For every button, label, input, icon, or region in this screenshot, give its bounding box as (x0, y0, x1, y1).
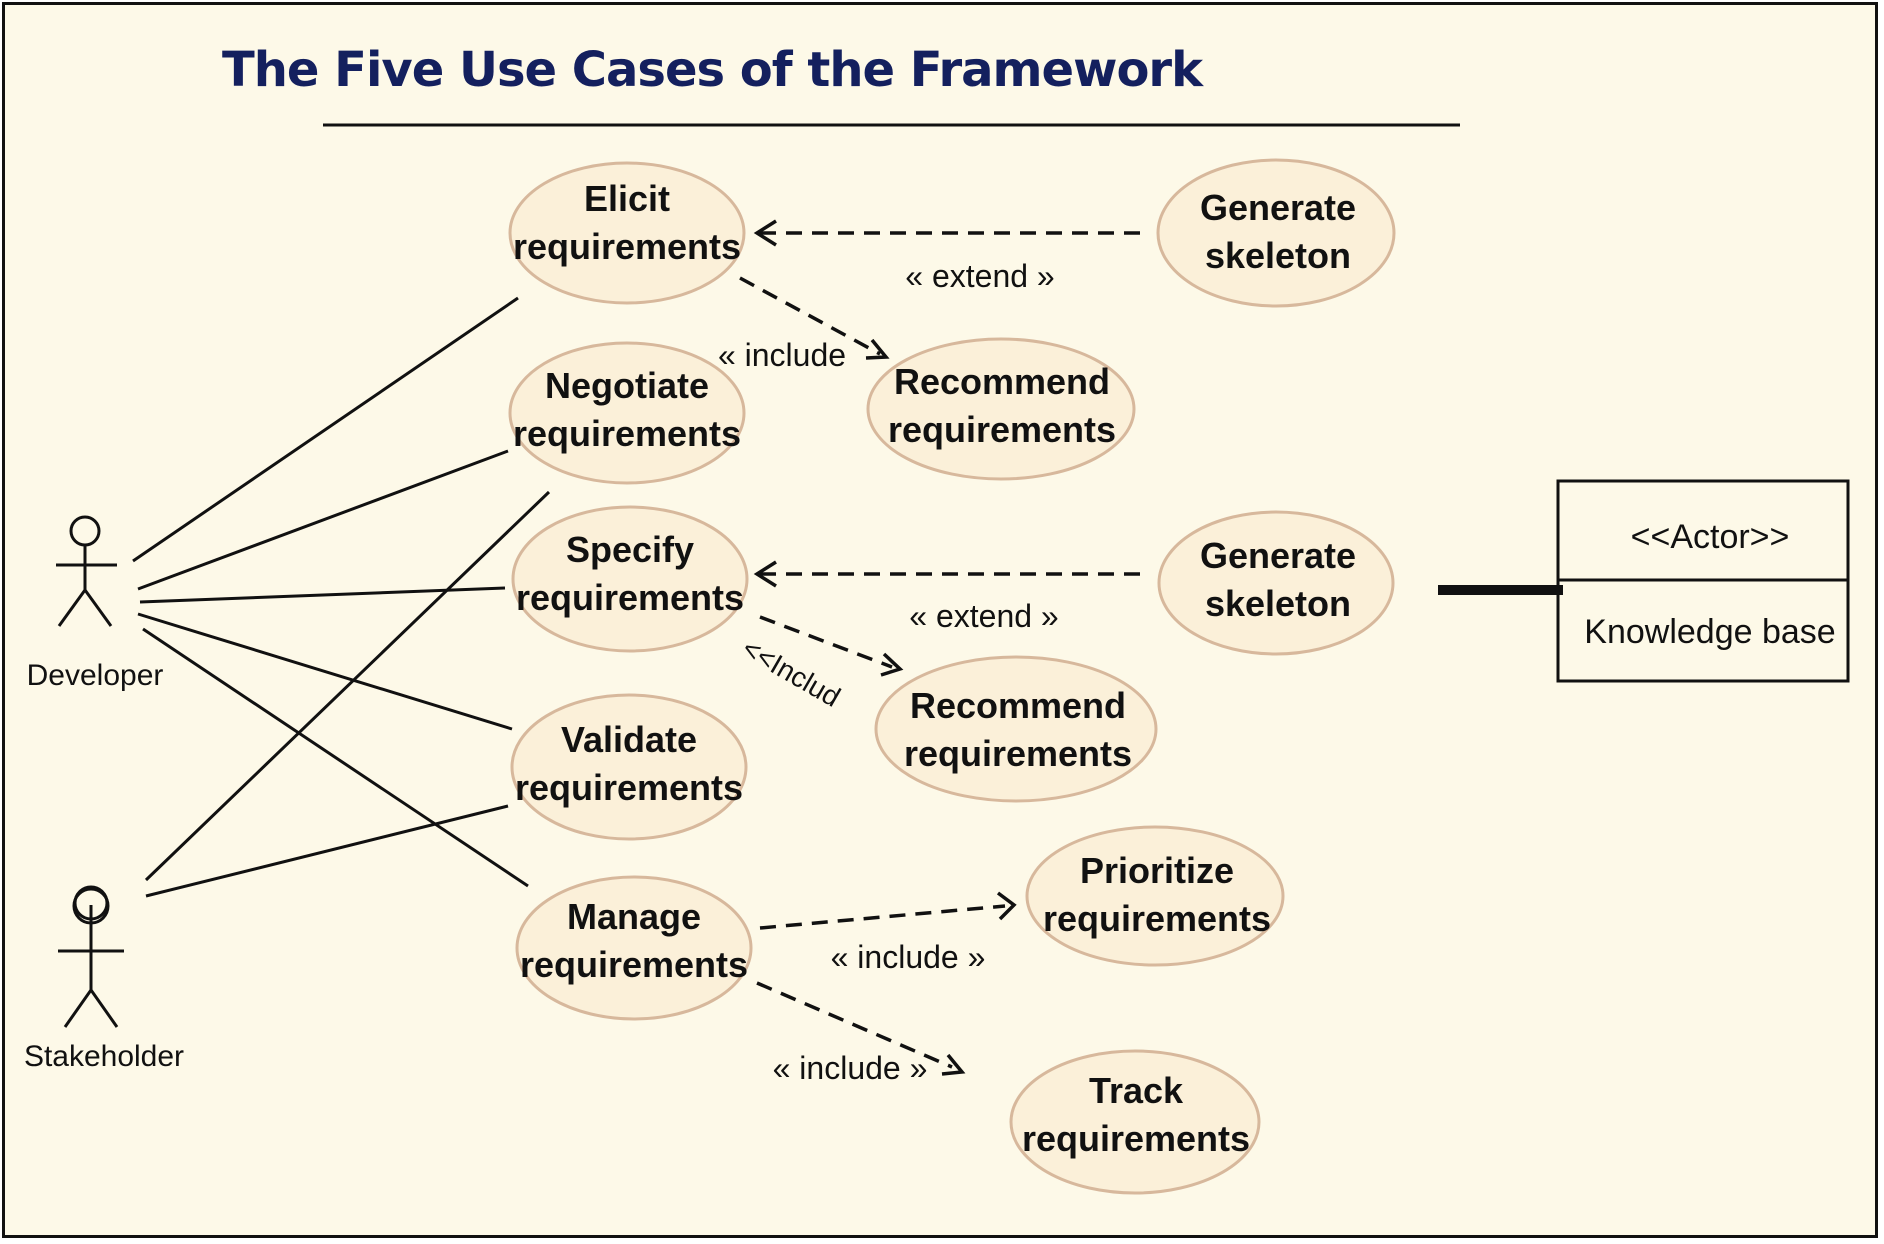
svg-text:requirements: requirements (515, 767, 743, 808)
association-developer-manage (142, 627, 529, 888)
svg-text:Recommend: Recommend (894, 361, 1110, 402)
svg-text:Specify: Specify (566, 529, 694, 570)
include-arrow-manage-track (756, 981, 953, 1069)
extend-label: « extend » (905, 258, 1054, 294)
svg-text:Track: Track (1089, 1070, 1184, 1111)
actor-developer[interactable]: Developer (27, 515, 164, 692)
include-arrow-specify-recommend (759, 615, 893, 669)
association-developer-negotiate (137, 449, 509, 591)
include-label: « include » (773, 1050, 928, 1086)
use-case-elicit[interactable]: Elicit requirements (508, 161, 746, 305)
use-case-manage[interactable]: Manage requirements (515, 875, 753, 1021)
use-case-track[interactable]: Track requirements (1009, 1049, 1261, 1195)
use-case-recommend-2[interactable]: Recommend requirements (874, 655, 1158, 803)
association-developer-validate (137, 612, 513, 731)
svg-text:Validate: Validate (561, 719, 697, 760)
actor-label: Developer (27, 659, 164, 692)
include-arrow-manage-prioritize (759, 904, 1006, 930)
arrowhead (996, 891, 1017, 921)
arrowhead (753, 560, 777, 588)
use-case-negotiate[interactable]: Negotiate requirements (508, 341, 746, 485)
relations (739, 219, 1140, 1076)
stakeholder-stick-figure-icon (58, 923, 124, 1028)
arrowhead (941, 1053, 966, 1076)
svg-text:Negotiate: Negotiate (545, 365, 709, 406)
arrowhead (753, 219, 777, 247)
svg-text:skeleton: skeleton (1205, 235, 1351, 276)
svg-text:requirements: requirements (513, 226, 741, 267)
svg-text:Manage: Manage (567, 896, 701, 937)
association-developer-elicit (132, 296, 519, 563)
arrowhead (880, 652, 904, 677)
svg-text:Prioritize: Prioritize (1080, 850, 1234, 891)
svg-text:skeleton: skeleton (1205, 583, 1351, 624)
include-label: « include » (831, 939, 986, 975)
use-case-generate-skeleton-1[interactable]: Generate skeleton (1156, 158, 1396, 308)
svg-text:requirements: requirements (1022, 1118, 1250, 1159)
association-stakeholder-negotiate (144, 490, 551, 882)
svg-text:requirements: requirements (888, 409, 1116, 450)
svg-text:Generate: Generate (1200, 187, 1356, 228)
use-case-validate[interactable]: Validate requirements (510, 693, 748, 841)
association-stakeholder-validate (145, 804, 509, 898)
diagram-title: The Five Use Cases of the Framework (222, 42, 1204, 98)
use-case-prioritize[interactable]: Prioritize requirements (1025, 825, 1285, 967)
use-case-recommend-1[interactable]: Recommend requirements (866, 337, 1136, 481)
svg-text:requirements: requirements (1043, 898, 1271, 939)
svg-text:requirements: requirements (516, 577, 744, 618)
svg-text:requirements: requirements (904, 733, 1132, 774)
include-label: « include (718, 337, 846, 373)
svg-text:requirements: requirements (513, 413, 741, 454)
svg-text:Generate: Generate (1200, 535, 1356, 576)
associations (132, 296, 551, 898)
use-case-specify[interactable]: Specify requirements (511, 505, 749, 653)
stereotype-label: <<Actor>> (1631, 518, 1790, 556)
svg-text:Recommend: Recommend (910, 685, 1126, 726)
actor-label: Stakeholder (24, 1040, 184, 1073)
include-arrow-elicit-recommend (739, 276, 881, 356)
extend-label: « extend » (909, 598, 1058, 634)
stick-figure-icon (56, 515, 117, 627)
svg-text:Elicit: Elicit (584, 178, 670, 219)
arrowhead (865, 338, 890, 360)
use-case-generate-skeleton-2[interactable]: Generate skeleton (1157, 510, 1395, 656)
actor-name-label: Knowledge base (1584, 613, 1835, 651)
svg-text:requirements: requirements (520, 944, 748, 985)
association-developer-specify (139, 586, 506, 604)
knowledge-base-actor[interactable]: <<Actor>> Knowledge base (1438, 479, 1850, 683)
